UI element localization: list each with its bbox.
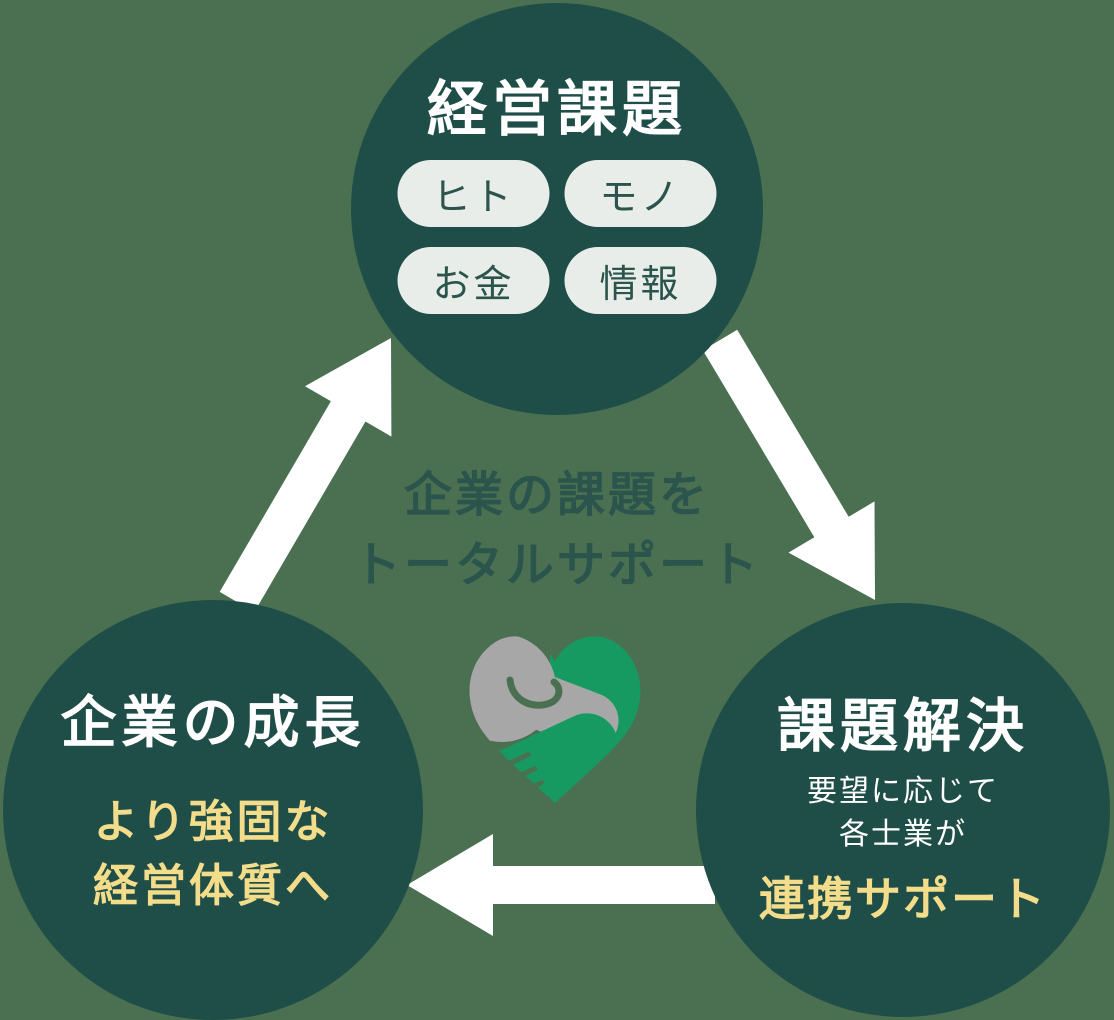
- arrow-top-to-right: [702, 329, 875, 600]
- arrow-left-to-top: [219, 338, 392, 613]
- thumb-line: [506, 676, 563, 709]
- problem-solving-note-line2: 各士業が: [839, 818, 967, 851]
- problem-solving-highlight: 連携サポート: [759, 873, 1047, 925]
- circle-company-growth: 企業の成長 より強固な 経営体質へ: [3, 600, 423, 1020]
- management-issues-title: 経営課題: [427, 77, 687, 143]
- tag-pill-okane: お金: [397, 247, 550, 314]
- arrow-right-to-left: [407, 834, 715, 936]
- company-growth-highlight-line1: より強固な: [93, 796, 333, 847]
- tag-pill-hito: ヒト: [397, 160, 550, 227]
- tag-pill-joho: 情報: [564, 247, 717, 314]
- center-heading-line1: 企業の課題を: [403, 469, 710, 522]
- company-growth-highlight: より強固な 経営体質へ: [3, 790, 423, 918]
- center-heading-line2: トータルサポート: [352, 539, 761, 592]
- circle-problem-solving: 課題解決 要望に応じて 各士業が 連携サポート: [696, 603, 1110, 1017]
- problem-solving-note-line1: 要望に応じて: [807, 775, 999, 808]
- company-growth-title: 企業の成長: [60, 693, 366, 755]
- problem-solving-note: 要望に応じて 各士業が: [696, 770, 1110, 856]
- tag-pill-mono: モノ: [564, 160, 717, 227]
- problem-solving-title: 課題解決: [776, 694, 1029, 759]
- company-growth-highlight-line2: 経営体質へ: [92, 860, 333, 911]
- management-issues-tags: ヒト モノ お金 情報: [397, 160, 717, 314]
- circle-management-issues: 経営課題 ヒト モノ お金 情報: [351, 3, 763, 415]
- center-heading: 企業の課題を トータルサポート: [0, 461, 1114, 601]
- handshake-heart-icon: [469, 636, 641, 803]
